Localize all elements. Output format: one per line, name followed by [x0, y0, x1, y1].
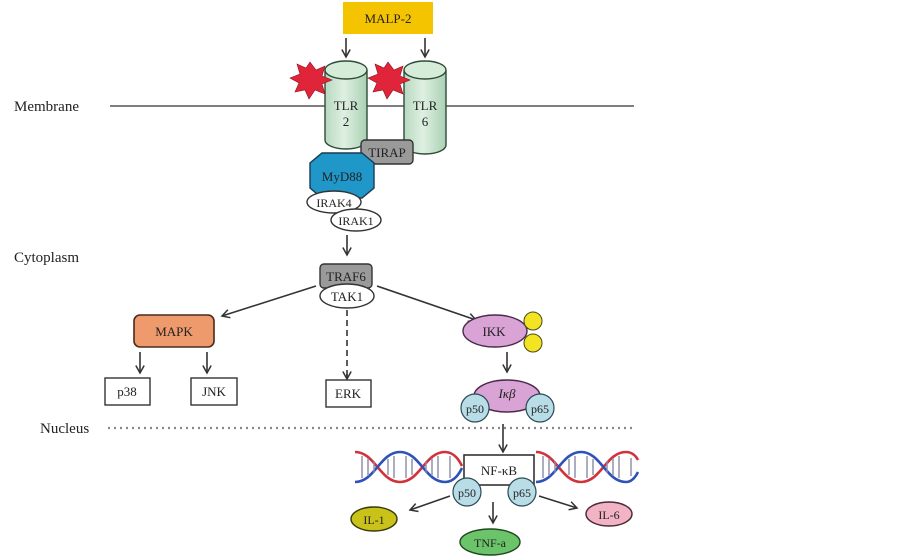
- svg-text:TRAF6: TRAF6: [326, 269, 366, 284]
- kinase-irak4: IRAK4: [306, 190, 362, 214]
- region-label-membrane: Membrane: [14, 99, 79, 115]
- svg-text:IRAK4: IRAK4: [316, 196, 351, 210]
- svg-text:Iκβ: Iκβ: [497, 386, 516, 401]
- kinase-ikk: IKK: [462, 311, 543, 353]
- kinase-jnk: JNK: [190, 377, 238, 406]
- svg-text:MyD88: MyD88: [322, 169, 362, 184]
- svg-text:IL-6: IL-6: [598, 508, 619, 522]
- svg-text:p50: p50: [458, 486, 476, 500]
- ligand-malp2: MALP-2: [343, 2, 433, 34]
- adaptor-traf6: TRAF6: [319, 263, 373, 289]
- svg-text:p38: p38: [117, 384, 137, 399]
- svg-text:JNK: JNK: [202, 384, 226, 399]
- kinase-erk: ERK: [325, 379, 372, 408]
- kinase-mapk: MAPK: [133, 314, 215, 348]
- arrow-nfkb-il1: [408, 495, 451, 513]
- svg-text:NF-κB: NF-κB: [481, 463, 517, 478]
- kinase-tak1: TAK1: [319, 283, 375, 309]
- svg-text:p65: p65: [531, 402, 549, 416]
- svg-text:MALP-2: MALP-2: [365, 11, 412, 26]
- svg-text:IRAK1: IRAK1: [338, 214, 373, 228]
- receptor-tlr2: TLR 2: [324, 60, 368, 150]
- svg-text:TLR: TLR: [413, 98, 438, 113]
- cytokine-tnfa: TNF-a: [459, 528, 521, 556]
- svg-text:TLR: TLR: [334, 98, 359, 113]
- complex-nfkb: NF-κB p50 p65: [452, 454, 537, 507]
- svg-text:2: 2: [343, 114, 350, 129]
- ligand-binding-burst-icon: [367, 61, 411, 100]
- svg-text:ERK: ERK: [335, 386, 362, 401]
- receptor-tlr6: TLR 6: [403, 60, 447, 155]
- arrow-tak1-ikk: [376, 285, 478, 323]
- svg-text:MAPK: MAPK: [155, 324, 193, 339]
- kinase-irak1: IRAK1: [330, 208, 382, 232]
- cytokine-il6: IL-6: [585, 501, 633, 527]
- complex-ikb: Iκβ p50 p65: [460, 379, 555, 423]
- svg-text:6: 6: [422, 114, 429, 129]
- svg-text:IL-1: IL-1: [363, 513, 384, 527]
- svg-text:IKK: IKK: [482, 324, 506, 339]
- arrow-nfkb-il6: [538, 495, 579, 511]
- adaptor-tirap: TIRAP: [360, 139, 414, 165]
- adaptor-myd88: MyD88: [309, 152, 375, 199]
- svg-text:p65: p65: [513, 486, 531, 500]
- arrow-tak1-mapk: [220, 285, 317, 319]
- cytokine-il1: IL-1: [350, 506, 398, 532]
- region-label-nucleus: Nucleus: [40, 421, 89, 437]
- svg-text:p50: p50: [466, 402, 484, 416]
- svg-text:TAK1: TAK1: [331, 289, 363, 304]
- ligand-binding-burst-icon: [289, 61, 333, 100]
- dna-helix-right-icon: [535, 450, 640, 484]
- svg-text:TNF-a: TNF-a: [474, 536, 507, 550]
- dna-helix-left-icon: [354, 450, 464, 484]
- kinase-p38: p38: [104, 377, 151, 406]
- region-label-cytoplasm: Cytoplasm: [14, 250, 79, 266]
- svg-text:TIRAP: TIRAP: [368, 145, 406, 160]
